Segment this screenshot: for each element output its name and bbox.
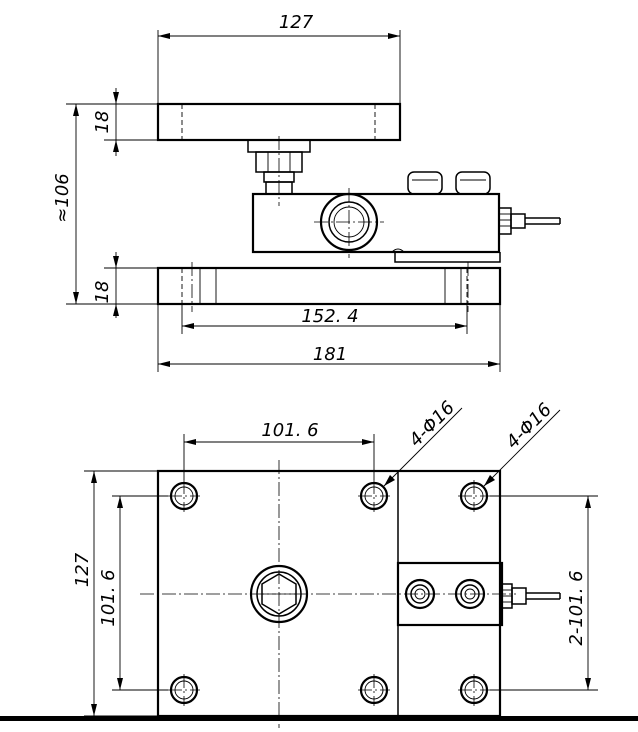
top-plate [156, 102, 402, 142]
connectors-top [404, 578, 486, 610]
adjust-stud [247, 136, 311, 206]
dim-text-127-y: 127 [72, 552, 93, 587]
dim-text-152-4: 152. 4 [301, 306, 358, 327]
dim-text-101-6-x: 101. 6 [261, 420, 318, 441]
dim-text-106: ≈106 [52, 173, 73, 222]
leader-holes-left: 4-Φ16 [383, 397, 463, 487]
dim-18-top: 18 [92, 88, 158, 156]
bottom-border [0, 716, 638, 721]
top-view: 101. 6 4-Φ16 4-Φ16 127 [72, 397, 598, 728]
leader-holes-right: 4-Φ16 [483, 399, 561, 487]
dim-18-base: 18 [92, 252, 158, 318]
dim-text-2-101-6: 2-101. 6 [566, 570, 587, 645]
dim-101-6-y: 101. 6 [98, 495, 168, 691]
center-nut [249, 564, 309, 624]
dim-text-holes-left: 4-Φ16 [405, 397, 459, 451]
cable-gland-top [501, 583, 561, 609]
load-cell-body [251, 171, 561, 263]
side-view: 127 18 ≈106 18 [52, 12, 561, 372]
dim-152-4: 152. 4 [181, 304, 468, 334]
dim-101-6-x: 101. 6 [183, 420, 375, 480]
base-plate-top [156, 469, 502, 718]
dim-text-101-6-y: 101. 6 [98, 569, 119, 626]
dim-2-101-6: 2-101. 6 [490, 495, 598, 691]
dim-text-18-base: 18 [92, 281, 113, 304]
dim-181: 181 [157, 304, 501, 372]
mounting-holes [168, 480, 490, 706]
dim-text-18-top: 18 [92, 111, 113, 134]
dim-text-181: 181 [313, 344, 347, 365]
base-plate [156, 262, 502, 312]
dim-127-y: 127 [72, 470, 158, 717]
dim-106: ≈106 [52, 103, 158, 305]
dim-127-top: 127 [157, 12, 401, 104]
dim-text-127: 127 [279, 12, 314, 33]
dim-text-holes-right: 4-Φ16 [502, 399, 556, 453]
